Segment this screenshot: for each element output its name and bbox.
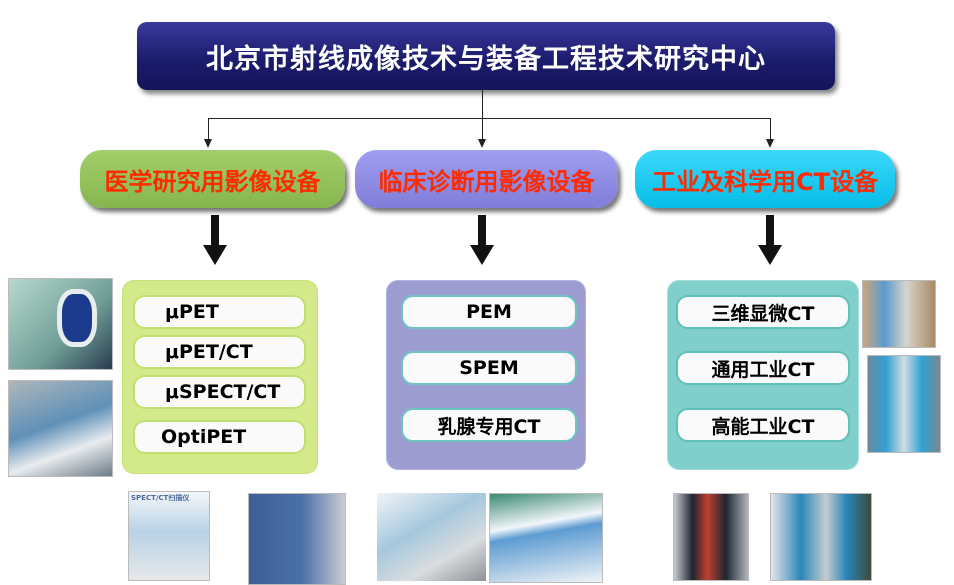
item-pem: PEM: [401, 295, 577, 329]
down-arrow-head-icon: [203, 245, 227, 265]
item-3d-micro-ct: 三维显微CT: [676, 295, 850, 329]
down-arrow-icon: [766, 215, 774, 245]
category-medical-research: 医学研究用影像设备: [80, 150, 345, 208]
category-industrial: 工业及科学用CT设备: [635, 150, 895, 208]
photo-optipet: [248, 493, 346, 585]
item-spem: SPEM: [401, 351, 577, 385]
connector-bar: [208, 118, 771, 119]
item-uspect-ct: μSPECT/CT: [133, 375, 306, 409]
down-arrow-head-icon: [470, 245, 494, 265]
photo-industrial-ct: [867, 355, 941, 453]
connector-right: [770, 118, 771, 140]
center-title: 北京市射线成像技术与装备工程技术研究中心: [137, 22, 835, 90]
item-upet-ct: μPET/CT: [133, 335, 306, 369]
connector-left: [208, 118, 209, 140]
down-arrow-icon: [211, 215, 219, 245]
photo-breast-ct: [489, 493, 603, 583]
photo-pem: [377, 493, 486, 581]
photo-upet-ct-scanner: [8, 380, 113, 477]
photo-spect-ct-scanner: SPECT/CT扫描仪: [128, 491, 210, 581]
arrow-head-icon: [478, 139, 486, 148]
down-arrow-head-icon: [758, 245, 782, 265]
category-clinical: 临床诊断用影像设备: [355, 150, 618, 208]
photo-upet-scanner: [8, 278, 113, 370]
photo-high-energy-ct-1: [673, 493, 749, 581]
photo-caption: SPECT/CT扫描仪: [131, 494, 190, 502]
item-general-industrial-ct: 通用工业CT: [676, 351, 850, 385]
photo-high-energy-ct-2: [770, 493, 872, 581]
connector-trunk: [482, 90, 483, 118]
photo-micro-ct: [862, 280, 936, 348]
down-arrow-icon: [478, 215, 486, 245]
arrow-head-icon: [766, 139, 774, 148]
arrow-head-icon: [204, 139, 212, 148]
panel-medical-research: μPET μPET/CT μSPECT/CT OptiPET: [122, 280, 318, 474]
panel-industrial: 三维显微CT 通用工业CT 高能工业CT: [667, 280, 859, 470]
item-upet: μPET: [133, 295, 306, 329]
panel-clinical: PEM SPEM 乳腺专用CT: [386, 280, 586, 470]
connector-mid: [482, 118, 483, 140]
item-breast-ct: 乳腺专用CT: [401, 408, 577, 442]
item-optipet: OptiPET: [133, 420, 306, 454]
scanner-ring-icon: [57, 289, 97, 347]
item-high-energy-industrial-ct: 高能工业CT: [676, 408, 850, 442]
